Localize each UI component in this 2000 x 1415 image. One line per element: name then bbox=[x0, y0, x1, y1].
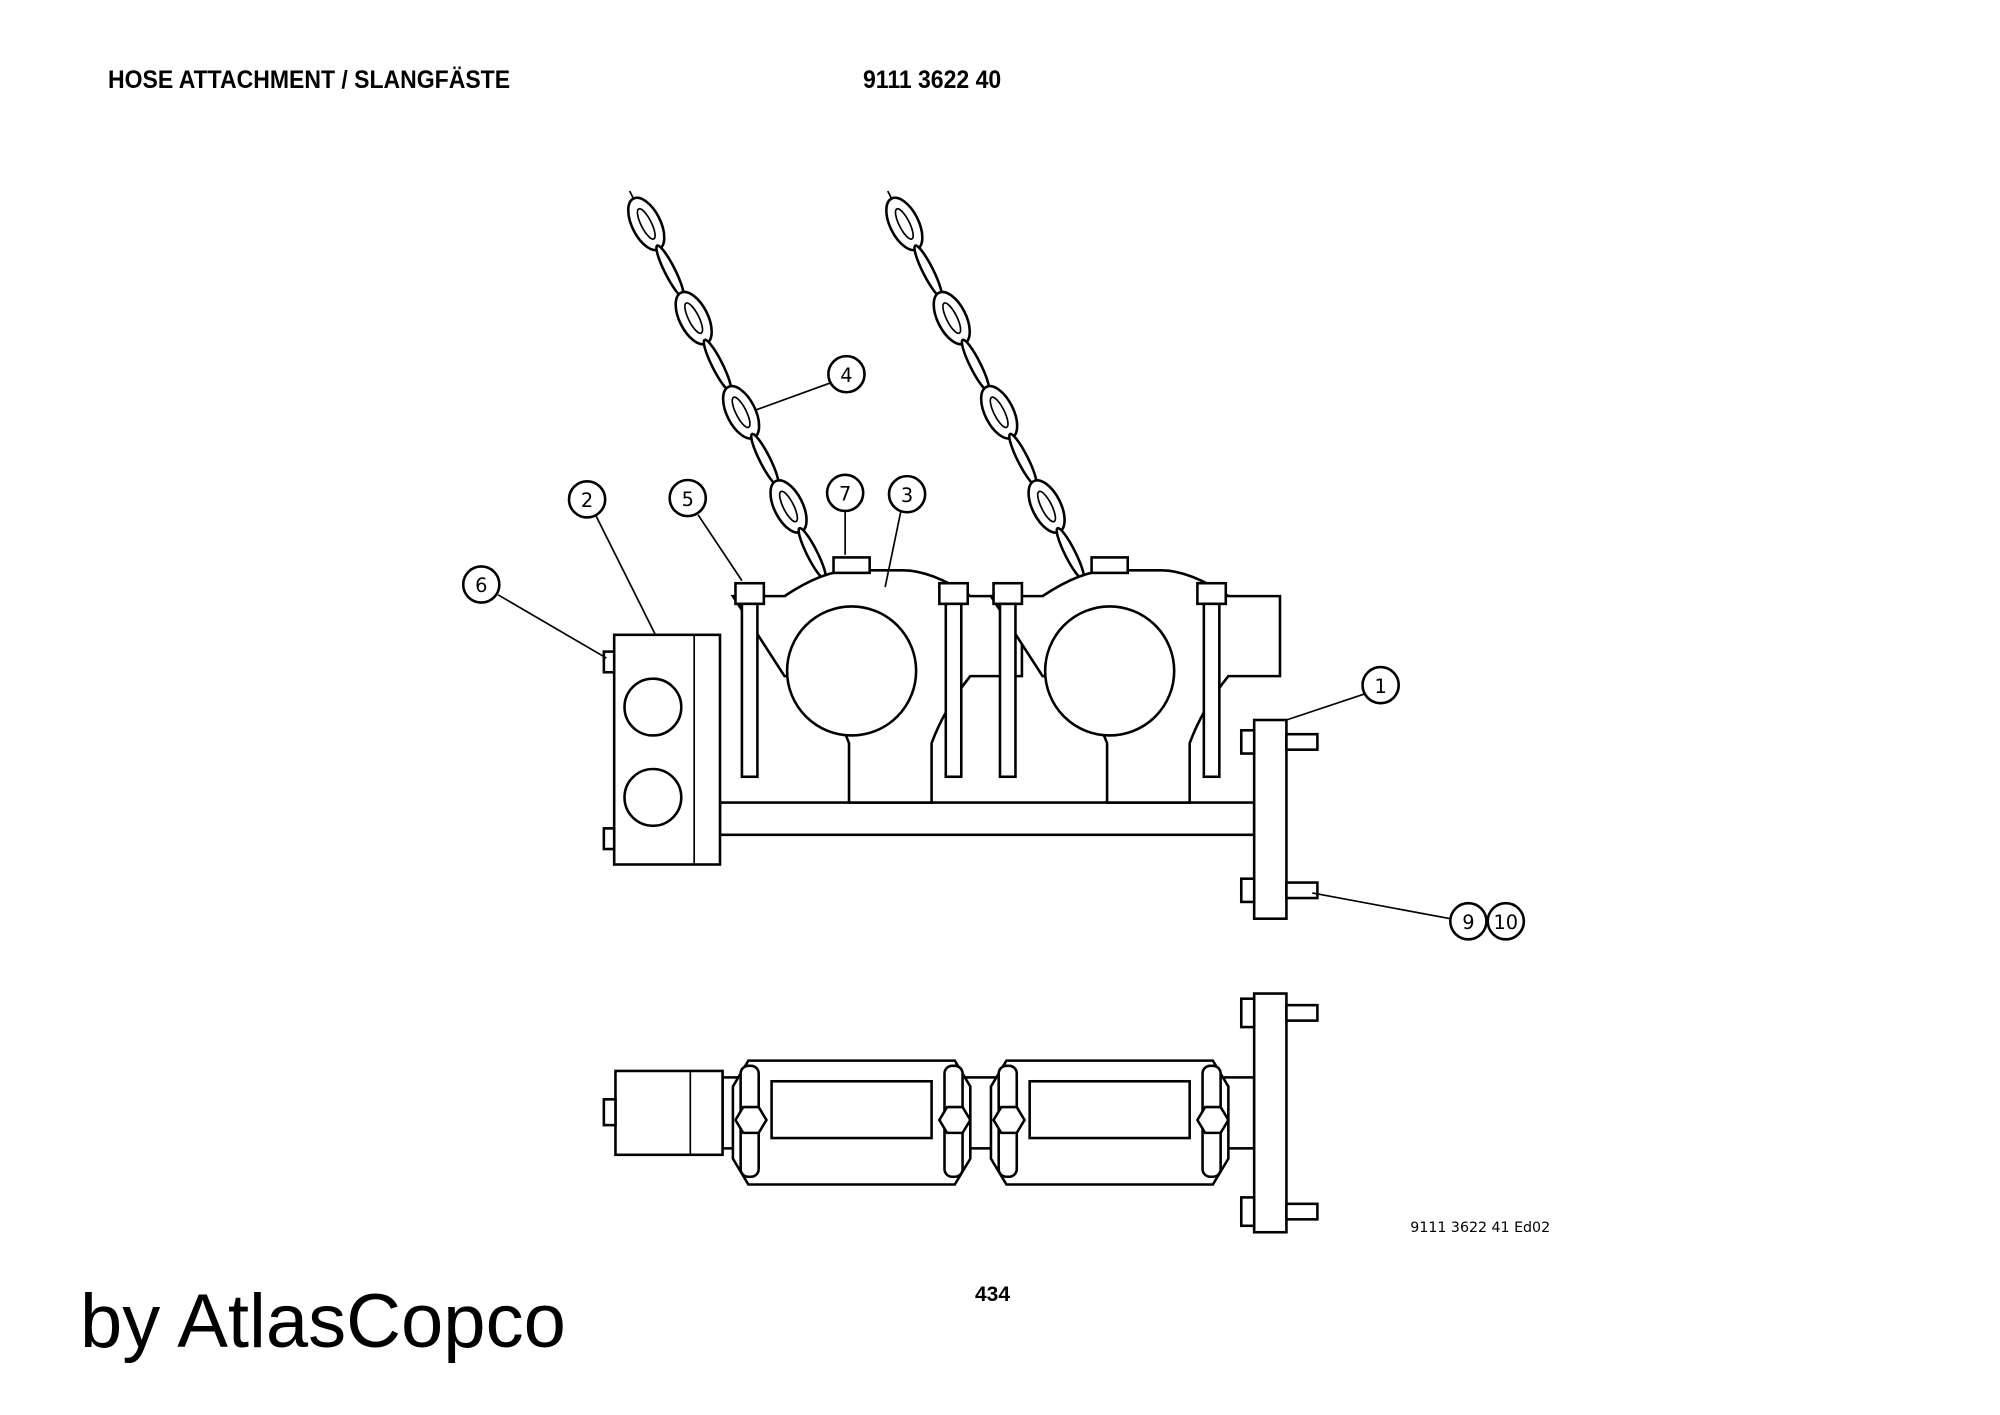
chain-link bbox=[913, 244, 943, 298]
chain-link bbox=[721, 384, 761, 440]
chain-link bbox=[655, 244, 685, 298]
chain-link bbox=[885, 196, 924, 252]
chain-link bbox=[749, 432, 780, 487]
callout-5: 5 bbox=[668, 478, 708, 518]
top-view bbox=[602, 992, 1319, 1234]
chain-link bbox=[674, 290, 713, 346]
mounting-plate bbox=[1239, 718, 1319, 920]
chain-left bbox=[626, 190, 828, 581]
hose-clamp-2 bbox=[988, 556, 1282, 804]
chain-link bbox=[702, 338, 733, 392]
valve-block bbox=[602, 633, 722, 866]
callout-3: 3 bbox=[887, 474, 927, 514]
svg-text:7: 7 bbox=[839, 483, 851, 506]
callout-9: 9 bbox=[1449, 901, 1488, 941]
chain-link bbox=[979, 384, 1019, 440]
svg-text:10: 10 bbox=[1493, 911, 1518, 934]
brand-watermark: by AtlasCopco bbox=[80, 1279, 566, 1364]
svg-text:6: 6 bbox=[475, 574, 487, 597]
leader-lines bbox=[497, 382, 1451, 920]
svg-text:4: 4 bbox=[840, 364, 852, 387]
chain-link bbox=[1055, 526, 1086, 581]
svg-text:5: 5 bbox=[682, 488, 694, 511]
chain-link bbox=[932, 290, 972, 346]
part-number: 9111 3622 40 bbox=[863, 66, 1002, 94]
svg-text:2: 2 bbox=[581, 489, 593, 512]
svg-text:9: 9 bbox=[1462, 911, 1474, 934]
hose-clamp-1 bbox=[730, 556, 1024, 804]
chain-right bbox=[885, 190, 1086, 581]
callout-6: 6 bbox=[461, 565, 501, 604]
hose-clamp-top-1 bbox=[731, 1059, 972, 1186]
callout-10: 10 bbox=[1486, 901, 1526, 941]
chain-link bbox=[1008, 432, 1038, 487]
svg-text:3: 3 bbox=[901, 484, 913, 507]
callout-2: 2 bbox=[567, 479, 607, 519]
callout-4: 4 bbox=[827, 354, 866, 394]
callout-1: 1 bbox=[1361, 665, 1400, 705]
chain-link bbox=[960, 338, 991, 392]
chain-link bbox=[797, 526, 828, 581]
chain-link bbox=[626, 196, 666, 252]
hose-clamp-top-2 bbox=[989, 1059, 1230, 1186]
page-title: HOSE ATTACHMENT / SLANGFÄSTE bbox=[108, 66, 511, 94]
drawing-number: 9111 3622 41 Ed02 bbox=[1410, 1220, 1550, 1236]
svg-text:1: 1 bbox=[1374, 675, 1386, 698]
callout-7: 7 bbox=[825, 473, 865, 513]
chain-link bbox=[769, 479, 808, 534]
page-number: 434 bbox=[975, 1283, 1011, 1306]
support-bar bbox=[718, 801, 1256, 837]
chain-link bbox=[1027, 479, 1066, 534]
